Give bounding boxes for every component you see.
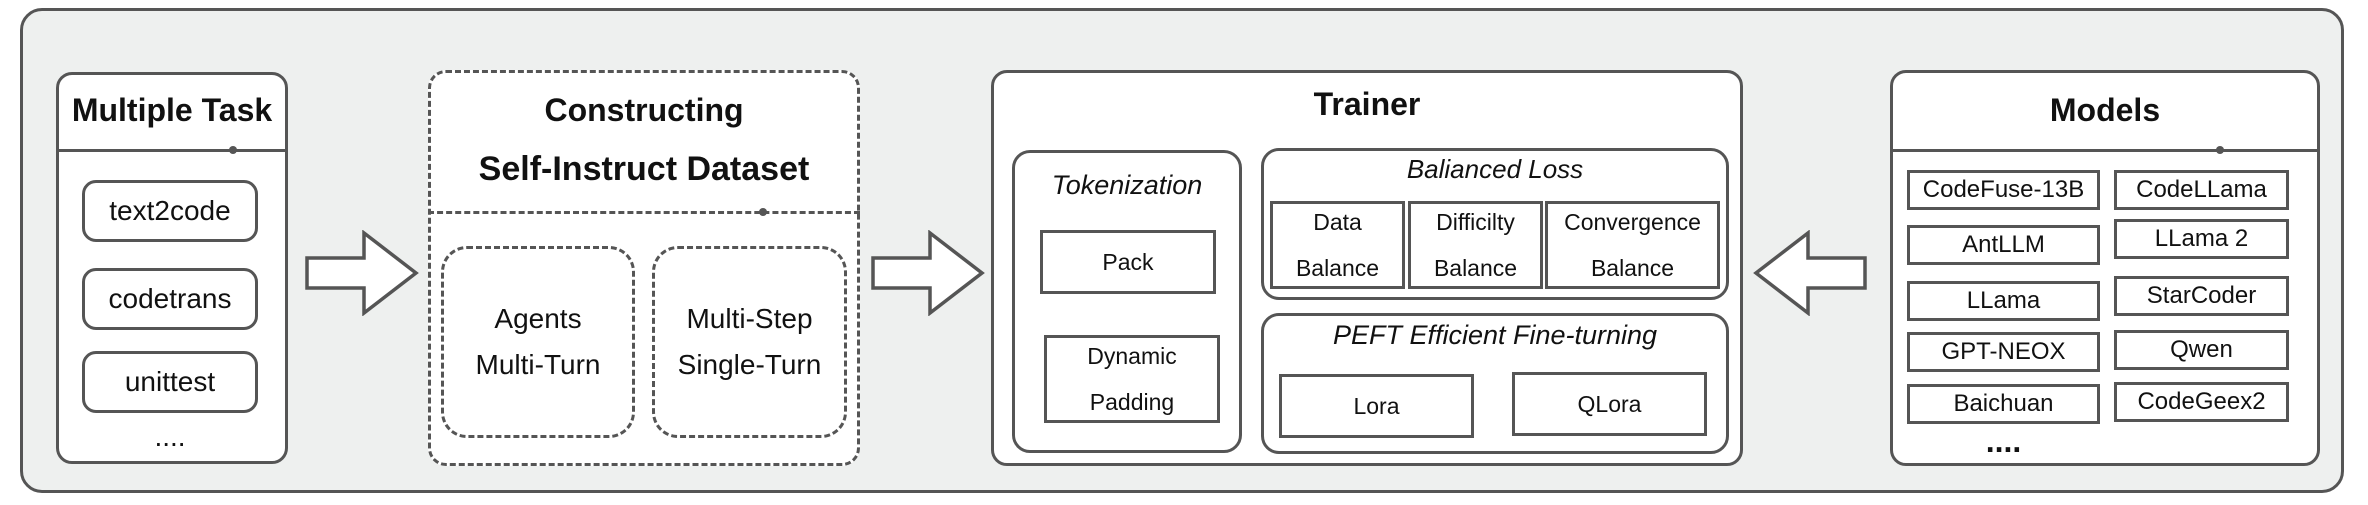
task-more: .... — [154, 421, 186, 452]
data-balance-line2: Balance — [1295, 255, 1380, 281]
model-gpt-neox: GPT-NEOX — [1907, 332, 2100, 372]
model-qwen: Qwen — [2114, 330, 2289, 370]
models-title: Models — [2049, 92, 2161, 128]
model-baichuan: Baichuan — [1907, 384, 2100, 424]
pack-box: Pack — [1040, 230, 1216, 294]
dataset-multistep-box: Multi-Step Single-Turn — [652, 246, 847, 438]
tokenization-title: Tokenization — [1051, 170, 1203, 200]
trainer-title: Trainer — [1313, 86, 1421, 122]
model-codefuse-13b: CodeFuse-13B — [1907, 170, 2100, 210]
multiple-task-divider — [56, 149, 288, 152]
agents-line1: Agents — [494, 303, 582, 334]
difficulty-balance-line2: Balance — [1433, 255, 1518, 281]
task-item-codetrans: codetrans — [82, 268, 258, 330]
difficulty-balance-line1: Difficilty — [1436, 209, 1515, 235]
dynamic-padding-box: Dynamic Padding — [1044, 335, 1220, 423]
balanced-loss-title: Balianced Loss — [1406, 154, 1584, 184]
dynamic-padding-line1: Dynamic — [1087, 343, 1177, 369]
agents-line2: Multi-Turn — [475, 349, 601, 380]
model-codellama: CodeLLama — [2114, 170, 2289, 210]
arrow-right-icon — [871, 230, 985, 316]
arrow-right-icon — [305, 230, 419, 316]
model-codegeex2: CodeGeex2 — [2114, 382, 2289, 422]
peft-title: PEFT Efficient Fine-turning — [1332, 320, 1658, 350]
data-balance-box: Data Balance — [1270, 201, 1405, 289]
model-starcoder: StarCoder — [2114, 276, 2289, 316]
dataset-title-line1: Constructing — [544, 92, 744, 128]
lora-box: Lora — [1279, 374, 1474, 438]
convergence-balance-box: Convergence Balance — [1545, 201, 1720, 289]
models-divider — [1890, 149, 2320, 152]
multistep-line1: Multi-Step — [686, 303, 813, 334]
dataset-title-line2: Self-Instruct Dataset — [478, 150, 810, 188]
model-llama-2: LLama 2 — [2114, 219, 2289, 259]
divider-dot — [229, 146, 237, 154]
data-balance-line1: Data — [1313, 209, 1362, 235]
arrow-left-icon — [1753, 230, 1867, 316]
dataset-agents-box: Agents Multi-Turn — [441, 246, 635, 438]
difficulty-balance-box: Difficilty Balance — [1408, 201, 1543, 289]
dynamic-padding-line2: Padding — [1089, 389, 1175, 415]
model-llama: LLama — [1907, 281, 2100, 321]
convergence-balance-line1: Convergence — [1564, 209, 1701, 235]
divider-dot — [759, 208, 767, 216]
task-item-unittest: unittest — [82, 351, 258, 413]
models-more: .... — [1985, 422, 2022, 459]
multistep-line2: Single-Turn — [677, 349, 822, 380]
multiple-task-title: Multiple Task — [71, 92, 273, 128]
dataset-divider — [428, 211, 860, 214]
qlora-box: QLora — [1512, 372, 1707, 436]
divider-dot — [2216, 146, 2224, 154]
task-item-text2code: text2code — [82, 180, 258, 242]
model-antllm: AntLLM — [1907, 225, 2100, 265]
convergence-balance-line2: Balance — [1590, 255, 1675, 281]
